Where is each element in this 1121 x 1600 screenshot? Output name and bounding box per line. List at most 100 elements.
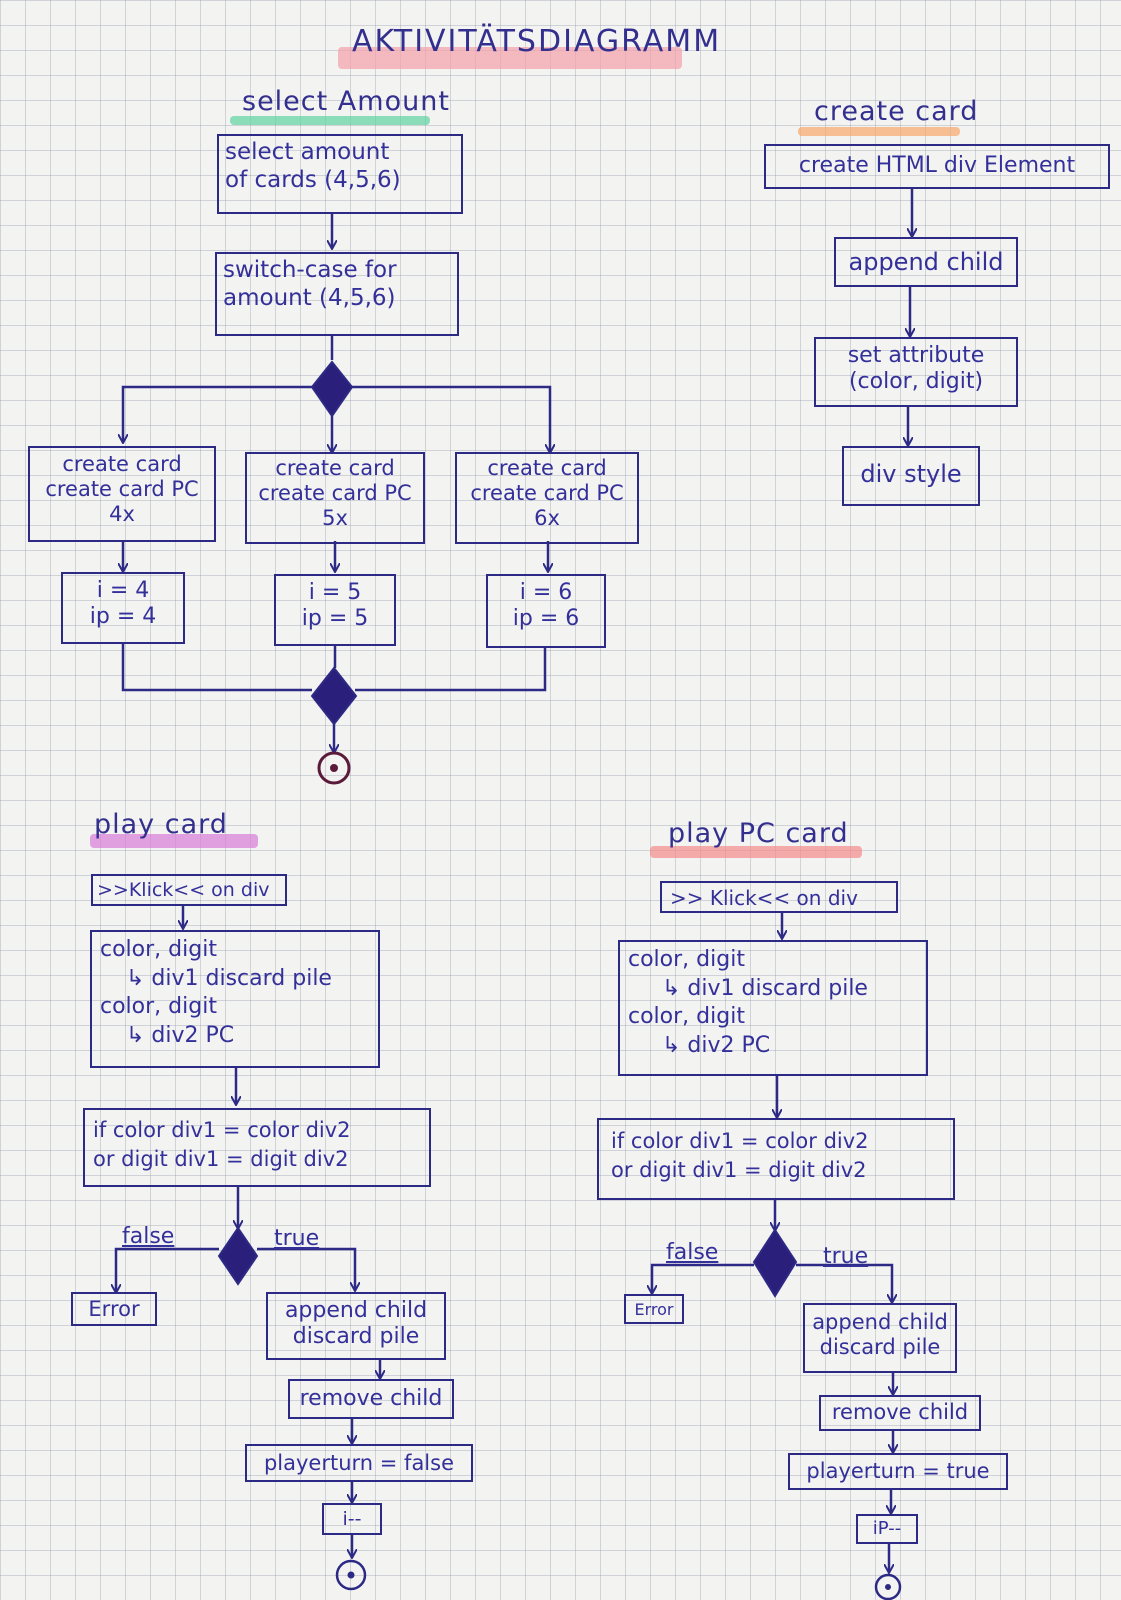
pc-error-box: Error [624, 1294, 684, 1324]
decision-pc-diamond [752, 1228, 798, 1298]
box-line: append child [812, 1310, 948, 1334]
merge-amount-diamond [310, 666, 358, 726]
box-line: create card [487, 456, 607, 480]
box-line: create card PC [470, 481, 624, 506]
branch-box-5x: create card create card PC 5x [245, 452, 425, 544]
end-node-pc [874, 1573, 902, 1600]
play-decrement-box: i-- [322, 1503, 382, 1535]
box-line: ↳ div2 PC [126, 1022, 235, 1048]
vars-box-4: i = 4 ip = 4 [61, 572, 185, 644]
box-line: amount (4,5,6) [223, 284, 396, 311]
edge-ppc-true [796, 1263, 892, 1302]
box-line: color, digit [628, 947, 745, 972]
vars-box-5: i = 5 ip = 5 [274, 574, 396, 646]
div-style-box: div style [842, 446, 980, 506]
play-click-box: >>Klick<< on div [91, 874, 287, 906]
vars-box-6: i = 6 ip = 6 [486, 574, 606, 648]
branch-box-4x: create card create card PC 4x [28, 446, 216, 542]
edge-decision-right [352, 385, 550, 452]
box-line: color, digit [100, 937, 217, 962]
create-card-heading: create card [814, 96, 979, 127]
edge-b3-merge [355, 646, 547, 692]
box-line: playerturn = false [263, 1451, 455, 1475]
edge-decision-left [123, 385, 312, 442]
create-div-box: create HTML div Element [764, 144, 1110, 189]
box-line: create card PC [258, 481, 412, 506]
box-line: of cards (4,5,6) [225, 166, 401, 193]
select-amount-highlight [230, 116, 430, 125]
box-line: discard pile [819, 1335, 941, 1360]
edge-ppc-false [652, 1263, 754, 1293]
box-line: remove child [299, 1386, 443, 1411]
edge-pc-true [257, 1247, 355, 1290]
switch-case-box: switch-case for amount (4,5,6) [215, 252, 459, 336]
box-line: i = 5 [308, 580, 362, 605]
pc-remove-box: remove child [819, 1395, 981, 1431]
play-remove-box: remove child [288, 1379, 454, 1419]
box-line: append child [848, 248, 1004, 276]
box-line: Error [634, 1300, 674, 1319]
box-line: create HTML div Element [798, 153, 1076, 178]
box-line: ip = 6 [512, 606, 580, 632]
box-line: >> Klick<< on div [670, 886, 858, 910]
end-node-pc-dot [885, 1584, 891, 1590]
box-line: switch-case for [223, 257, 397, 283]
play-turn-box: playerturn = false [245, 1444, 473, 1482]
select-amount-box: select amount of cards (4,5,6) [217, 134, 463, 214]
pc-click-box: >> Klick<< on div [660, 881, 898, 913]
box-line: ip = 5 [301, 606, 369, 632]
box-line: or digit div1 = digit div2 [611, 1158, 867, 1183]
box-line: >>Klick<< on div [97, 879, 270, 901]
end-node-play-dot [347, 1571, 355, 1579]
play-card-highlight [90, 834, 258, 848]
play-append-box: append child discard pile [266, 1292, 446, 1360]
box-line: create card [62, 452, 182, 476]
append-child-box: append child [834, 237, 1018, 287]
box-line: discard pile [292, 1324, 420, 1350]
box-line: 6x [534, 506, 560, 531]
play-assign-box: color, digit ↳ div1 discard pile color, … [90, 930, 380, 1068]
decision-play-diamond [217, 1226, 259, 1286]
pc-assign-box: color, digit ↳ div1 discard pile color, … [618, 940, 928, 1076]
play-card-heading: play card [94, 809, 228, 840]
box-line: if color div1 = color div2 [93, 1118, 351, 1142]
box-line: ip = 4 [89, 604, 157, 630]
play-false-label: false [122, 1224, 175, 1249]
pc-condition-box: if color div1 = color div2 or digit div1… [597, 1118, 955, 1200]
pc-true-label: true [823, 1244, 869, 1269]
box-line: append child [284, 1298, 428, 1323]
box-line: select amount [225, 139, 390, 165]
page-title: AKTIVITÄTSDIAGRAMM [352, 24, 722, 59]
play-error-box: Error [71, 1292, 157, 1326]
end-node-play [335, 1559, 367, 1591]
title-highlight [338, 47, 682, 69]
pc-turn-box: playerturn = true [788, 1453, 1008, 1490]
branch-box-6x: create card create card PC 6x [455, 452, 639, 544]
box-line: ↳ div1 discard pile [126, 965, 332, 991]
box-line: 5x [322, 506, 348, 531]
pc-append-box: append child discard pile [803, 1303, 957, 1373]
box-line: create card [275, 456, 395, 480]
end-node-amount-dot [330, 764, 338, 772]
box-line: color, digit [100, 994, 217, 1020]
box-line: Error [88, 1297, 140, 1321]
box-line: if color div1 = color div2 [611, 1129, 869, 1153]
pc-decrement-box: iP-- [856, 1514, 918, 1544]
box-line: (color, digit) [848, 369, 984, 395]
box-line: i = 4 [96, 578, 150, 603]
edge-pc-false [116, 1247, 219, 1292]
pc-false-label: false [666, 1240, 719, 1265]
play-pc-card-highlight [650, 846, 862, 858]
box-line: div style [860, 460, 962, 488]
box-line: create card PC [45, 477, 199, 502]
decision-amount-diamond [310, 360, 354, 418]
box-line: or digit div1 = digit div2 [93, 1147, 349, 1172]
box-line: iP-- [872, 1518, 902, 1539]
end-node-amount [317, 751, 351, 785]
box-line: playerturn = true [806, 1459, 990, 1483]
edge-b1-merge [121, 642, 312, 692]
box-line: set attribute [847, 343, 985, 368]
box-line: remove child [831, 1400, 969, 1424]
